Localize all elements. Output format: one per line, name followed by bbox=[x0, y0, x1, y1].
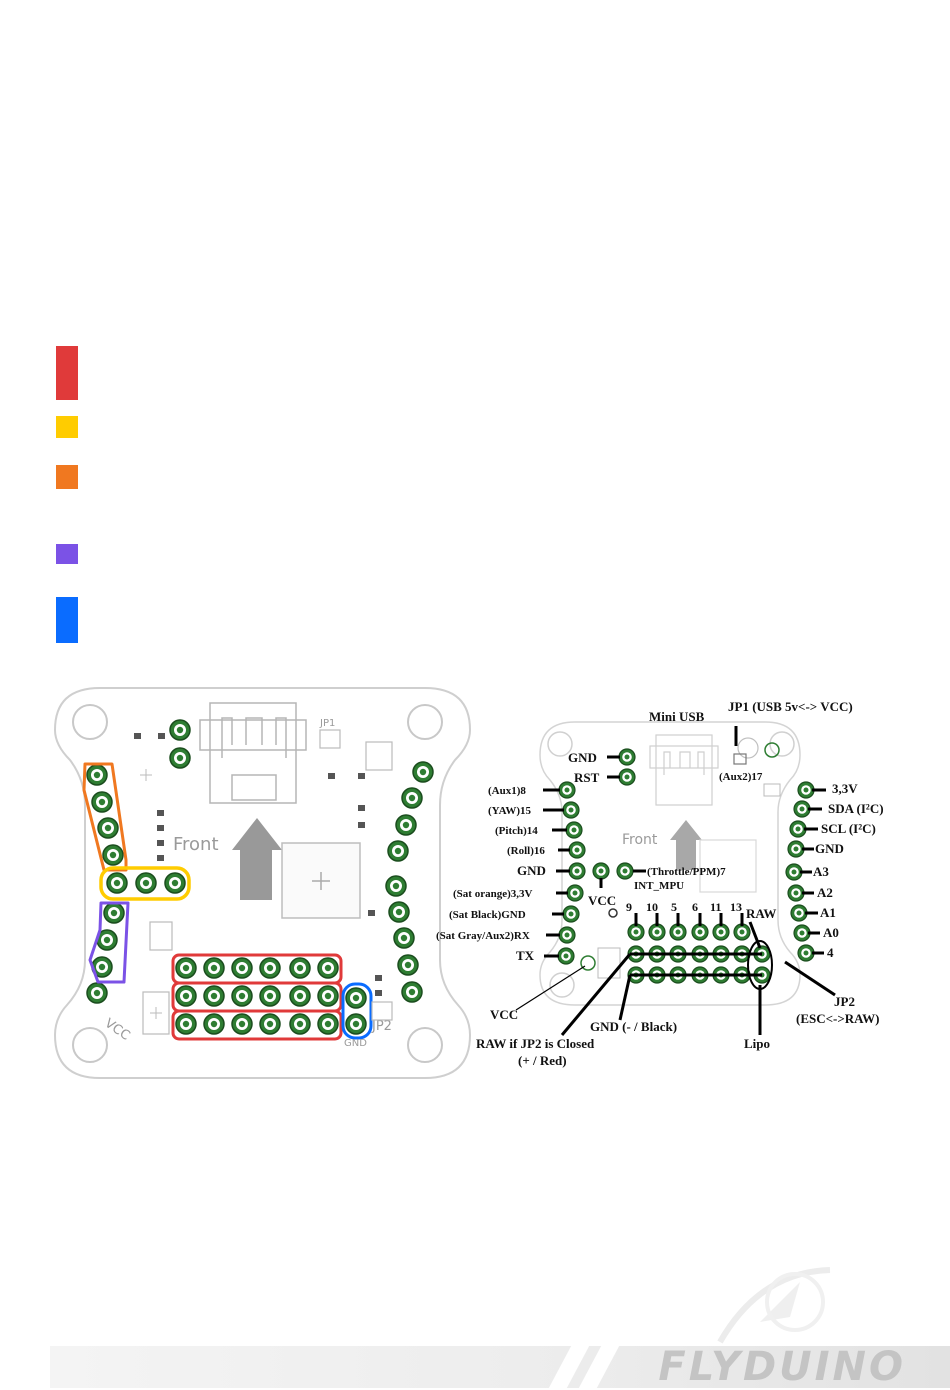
legend-swatch-red bbox=[56, 346, 78, 400]
label-13: 13 bbox=[730, 900, 742, 914]
footer-bar bbox=[50, 1346, 950, 1388]
highlight-yellow bbox=[99, 866, 191, 901]
label-rst: RST bbox=[574, 770, 600, 785]
label-gnd-left: GND bbox=[517, 863, 546, 878]
mount-hole bbox=[407, 1027, 443, 1063]
leader-lines bbox=[543, 726, 836, 1036]
label-lipo: Lipo bbox=[744, 1036, 770, 1051]
label-esc-raw: (ESC<->RAW) bbox=[796, 1011, 879, 1026]
label-9: 9 bbox=[626, 900, 632, 914]
label-vcc-mid: VCC bbox=[588, 893, 616, 908]
label-a0: A0 bbox=[823, 925, 839, 940]
label-throttle: (Throttle/PPM)7 bbox=[647, 866, 726, 878]
label-6: 6 bbox=[692, 900, 698, 914]
label-yaw: (YAW)15 bbox=[488, 805, 531, 817]
mount-hole bbox=[72, 704, 108, 740]
usb-connector bbox=[199, 702, 307, 804]
front-arrow-icon bbox=[232, 818, 282, 900]
highlight-purple bbox=[88, 901, 130, 984]
lipo-ellipse bbox=[747, 940, 773, 990]
label-jp1: JP1 (USB 5v<-> VCC) bbox=[728, 699, 853, 714]
label-aux2: (Aux2)17 bbox=[719, 771, 763, 783]
right-labels: Mini USB JP1 (USB 5v<-> VCC) GND RST (Au… bbox=[436, 699, 884, 1068]
mount-hole bbox=[72, 1027, 108, 1063]
right-usb-connector bbox=[649, 734, 719, 806]
label-d4: 4 bbox=[827, 945, 834, 960]
legend-swatch-orange bbox=[56, 465, 78, 489]
legend-swatch-blue bbox=[56, 597, 78, 643]
gnd-silk: GND bbox=[344, 1038, 367, 1049]
label-gnd-right: GND bbox=[815, 841, 844, 856]
left-board: Front JP1 bbox=[53, 687, 472, 1079]
jp2-silk: JP2 bbox=[371, 1019, 392, 1034]
label-sat-orange: (Sat orange)3,3V bbox=[453, 888, 532, 900]
pad-grid bbox=[175, 957, 367, 1035]
label-a3: A3 bbox=[813, 864, 829, 879]
pad bbox=[169, 747, 191, 769]
label-aux1: (Aux1)8 bbox=[488, 785, 526, 797]
label-gnd-top: GND bbox=[568, 750, 597, 765]
legend-swatch-yellow bbox=[56, 416, 78, 438]
label-int-mpu: INT_MPU bbox=[634, 880, 684, 892]
flyduino-mark-icon bbox=[717, 1267, 831, 1344]
label-raw: RAW bbox=[746, 906, 776, 921]
label-jp2: JP2 bbox=[834, 994, 855, 1009]
right-board: Front bbox=[436, 699, 884, 1068]
mount-hole bbox=[407, 704, 443, 740]
label-vcc-bottom: VCC bbox=[490, 1007, 518, 1022]
label-gnd-black: GND (- / Black) bbox=[590, 1019, 677, 1034]
label-5: 5 bbox=[671, 900, 677, 914]
pad bbox=[169, 719, 191, 741]
label-sat-black: (Sat Black)GND bbox=[449, 909, 526, 921]
highlight-red bbox=[171, 1009, 343, 1041]
label-raw-jp2: RAW if JP2 is Closed bbox=[476, 1036, 595, 1051]
label-pitch: (Pitch)14 bbox=[495, 825, 538, 837]
label-a2: A2 bbox=[817, 885, 833, 900]
label-11: 11 bbox=[710, 900, 721, 914]
highlight-blue bbox=[341, 982, 373, 1040]
label-3v3: 3,3V bbox=[832, 781, 858, 796]
label-mini-usb: Mini USB bbox=[649, 709, 705, 724]
label-sat-gray: (Sat Gray/Aux2)RX bbox=[436, 930, 530, 942]
legend-swatch-purple bbox=[56, 544, 78, 564]
right-front-arrow-icon bbox=[670, 820, 702, 870]
smd-components bbox=[134, 733, 382, 996]
label-10: 10 bbox=[646, 900, 658, 914]
front-label: Front bbox=[173, 834, 219, 855]
label-a1: A1 bbox=[820, 905, 836, 920]
label-scl: SCL (I²C) bbox=[821, 821, 876, 836]
label-plus-red: (+ / Red) bbox=[518, 1053, 567, 1068]
highlight-orange bbox=[82, 762, 128, 872]
label-roll: (Roll)16 bbox=[507, 845, 545, 857]
right-front-label: Front bbox=[622, 832, 658, 848]
label-sda: SDA (I²C) bbox=[828, 801, 884, 816]
jp1-silk: JP1 bbox=[319, 718, 335, 729]
label-tx: TX bbox=[516, 948, 535, 963]
flyduino-logo: FLYDUINO bbox=[658, 1344, 906, 1390]
